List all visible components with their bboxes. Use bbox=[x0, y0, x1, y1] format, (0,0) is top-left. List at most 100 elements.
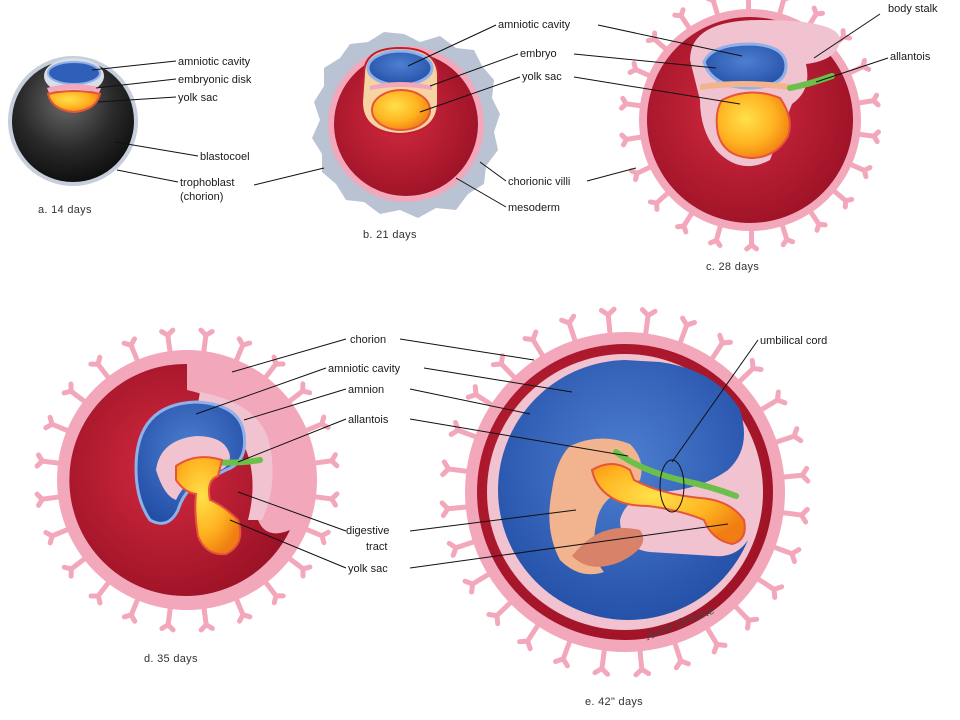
villus bbox=[198, 327, 215, 356]
label-allantois-c: allantois bbox=[890, 51, 931, 63]
villus bbox=[121, 595, 141, 624]
villus bbox=[627, 60, 653, 79]
stage-b-yolk-sac bbox=[371, 89, 431, 131]
stage-b-leader-lines bbox=[253, 24, 521, 208]
villus bbox=[645, 30, 670, 53]
villus bbox=[302, 414, 331, 434]
villus bbox=[633, 646, 652, 678]
stage-a-leader-lines bbox=[91, 60, 199, 183]
caption-stage-a: a. 14 days bbox=[38, 204, 92, 216]
villus bbox=[619, 132, 645, 148]
villus bbox=[440, 459, 471, 478]
villus bbox=[553, 637, 573, 669]
label-amniotic-cavity-a: amniotic cavity bbox=[178, 56, 251, 68]
stage-e-embryo-limb bbox=[572, 527, 644, 567]
label-yolk-sac-d: yolk sac bbox=[348, 563, 388, 575]
villus bbox=[779, 465, 811, 484]
villus bbox=[754, 575, 785, 600]
label-embryo-b: embryo bbox=[520, 48, 557, 60]
stage-e-umbilical-cord-outline bbox=[659, 459, 685, 513]
label-amnion-d: amnion bbox=[348, 384, 384, 396]
villus bbox=[598, 306, 617, 338]
villus bbox=[757, 389, 788, 413]
villus bbox=[462, 571, 493, 595]
villus bbox=[517, 621, 542, 652]
villus bbox=[672, 7, 693, 32]
villus bbox=[34, 452, 63, 469]
stage-a-amniotic-cavity bbox=[47, 61, 101, 85]
villus bbox=[770, 544, 802, 564]
stage-e-illustration bbox=[439, 306, 811, 678]
villus bbox=[776, 0, 790, 18]
label-body-stalk-c: body stalk bbox=[888, 3, 938, 15]
villus bbox=[744, 226, 760, 252]
villus bbox=[446, 539, 478, 558]
villus bbox=[522, 329, 546, 360]
villus bbox=[592, 646, 611, 677]
caption-stage-e: e. 42" days bbox=[585, 696, 643, 708]
stage-b-embryo bbox=[370, 82, 432, 90]
stage-e-chorionic-villi bbox=[439, 306, 811, 678]
stage-c-allantois bbox=[787, 73, 835, 91]
villus bbox=[732, 603, 760, 631]
label-umbilical-cord-e: umbilical cord bbox=[760, 335, 827, 347]
stage-c-embryo bbox=[700, 81, 790, 90]
villus bbox=[736, 357, 764, 385]
stage-d-yolk-sac bbox=[175, 456, 242, 556]
villus bbox=[233, 336, 253, 365]
stage-d-amnion-outer bbox=[196, 392, 273, 520]
villus bbox=[262, 354, 286, 381]
stage-c-chorionic-villi bbox=[619, 0, 881, 252]
stage-d-illustration bbox=[34, 327, 340, 633]
label-digestive-d: digestive bbox=[346, 525, 389, 537]
label-yolk-sac-a: yolk sac bbox=[178, 92, 218, 104]
label-blastocoel-a: blastocoel bbox=[200, 151, 250, 163]
label-allantois-d: allantois bbox=[348, 414, 389, 426]
villus bbox=[855, 92, 881, 108]
caption-stage-d: d. 35 days bbox=[144, 653, 198, 665]
villus bbox=[285, 381, 313, 405]
stage-c-yolk-sac bbox=[715, 91, 791, 160]
villus bbox=[233, 595, 253, 624]
villus bbox=[486, 599, 514, 627]
villus bbox=[807, 208, 828, 233]
stage-e-allantois bbox=[613, 449, 739, 499]
villus bbox=[61, 381, 88, 405]
villus bbox=[675, 209, 695, 235]
villus bbox=[708, 332, 733, 363]
stage-a-illustration bbox=[8, 56, 138, 186]
villus bbox=[286, 555, 313, 579]
villus bbox=[88, 354, 112, 382]
label-trophoblast-chorion-a: (chorion) bbox=[180, 191, 223, 203]
stage-d-leader-lines bbox=[195, 338, 347, 569]
villus bbox=[43, 414, 72, 434]
label-chorionic-villi-b: chorionic villi bbox=[508, 176, 570, 188]
villus bbox=[628, 164, 654, 183]
villus bbox=[677, 315, 697, 347]
villus bbox=[705, 0, 721, 19]
stage-c-leader-lines bbox=[573, 13, 889, 182]
villus bbox=[262, 578, 286, 606]
villus bbox=[465, 384, 496, 409]
label-amniotic-cavity-d: amniotic cavity bbox=[328, 363, 401, 375]
label-embryonic-disk-a: embryonic disk bbox=[178, 74, 252, 86]
stage-e-leader-lines bbox=[399, 338, 759, 569]
blastocoel-shape bbox=[12, 60, 134, 182]
villus bbox=[704, 624, 728, 655]
villus bbox=[439, 500, 471, 519]
villus bbox=[672, 639, 691, 671]
label-trophoblast-a: trophoblast bbox=[180, 177, 234, 189]
villus bbox=[830, 187, 855, 210]
stage-b-illustration bbox=[312, 32, 500, 218]
villus bbox=[855, 129, 881, 145]
stage-b-amniotic-cavity bbox=[366, 49, 434, 87]
label-chorion-d: chorion bbox=[350, 334, 386, 346]
villus bbox=[745, 0, 752, 14]
villus bbox=[311, 452, 340, 469]
stage-e-yolk-sac bbox=[590, 463, 746, 546]
villus bbox=[779, 221, 796, 248]
villus bbox=[88, 579, 112, 606]
villus bbox=[639, 307, 658, 338]
villus bbox=[619, 95, 645, 111]
